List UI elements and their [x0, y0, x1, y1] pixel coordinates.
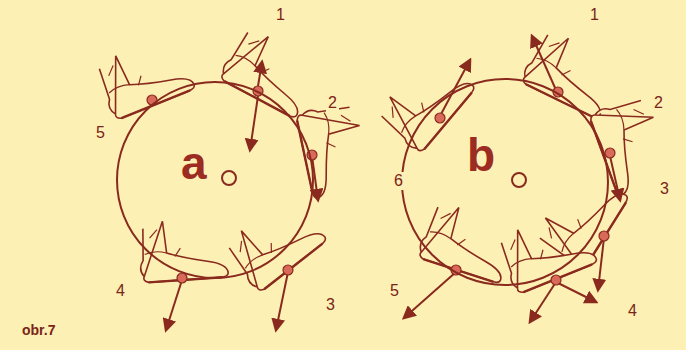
- callout-number: 1: [588, 6, 601, 24]
- shoe: [218, 25, 323, 119]
- contact-dots: [147, 86, 615, 285]
- shoe: [222, 193, 327, 294]
- callout-number: 2: [326, 94, 339, 112]
- circle: [402, 79, 608, 285]
- circle-letter: a: [181, 140, 207, 186]
- wheel-circle: a: [115, 80, 315, 280]
- shoes-a: [93, 25, 373, 294]
- shoe: [93, 33, 196, 121]
- callout-number: 3: [324, 296, 337, 314]
- shoe: [520, 27, 624, 119]
- circle-outline: [400, 77, 610, 287]
- callout-number: 5: [388, 282, 401, 300]
- axle-center: [512, 173, 526, 187]
- axle-center: [222, 171, 236, 185]
- callout-number: 2: [652, 94, 665, 112]
- callout-number: 6: [392, 172, 405, 190]
- circle-outline: [115, 80, 315, 280]
- circle: [117, 82, 313, 278]
- callout-number: 3: [658, 180, 671, 198]
- figure-caption: obr.7: [20, 322, 57, 338]
- callout-number: 5: [94, 124, 107, 142]
- callout-number: 1: [274, 6, 287, 24]
- shoe: [296, 101, 373, 199]
- wheel-circle: b: [400, 77, 610, 287]
- force-arrows: [166, 36, 620, 330]
- callout-number: 4: [626, 302, 639, 320]
- shoes-b: [374, 27, 675, 294]
- shoe: [374, 49, 476, 154]
- callout-number: 4: [114, 282, 127, 300]
- circle-letter: b: [467, 132, 495, 178]
- shoe: [417, 200, 518, 284]
